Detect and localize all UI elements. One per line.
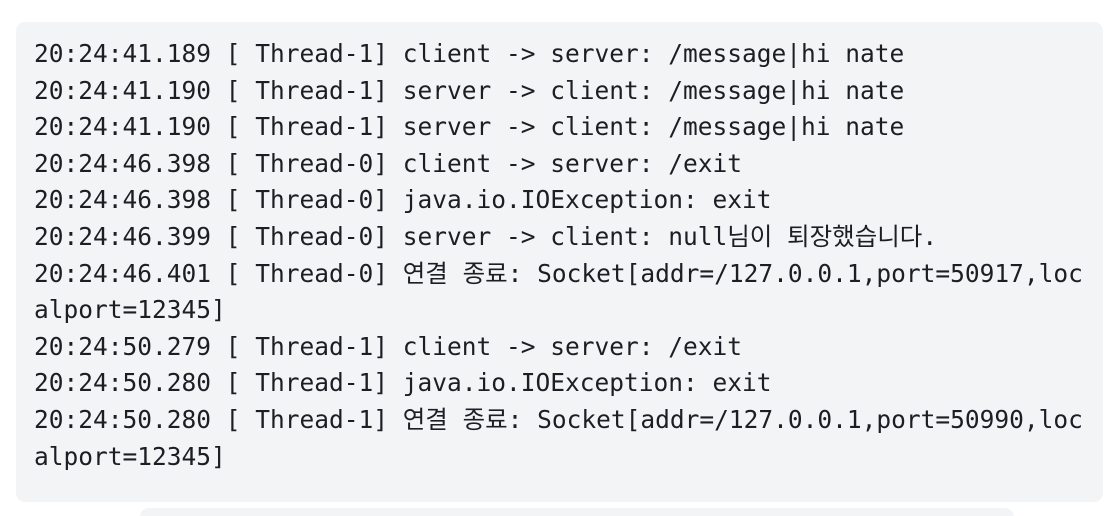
log-line: 20:24:41.190 [ Thread-1] server -> clien… [34, 75, 905, 105]
log-line: 20:24:46.398 [ Thread-0] client -> serve… [34, 148, 743, 178]
next-code-block-partial[interactable] [140, 508, 1014, 516]
log-line: 20:24:46.398 [ Thread-0] java.io.IOExcep… [34, 185, 772, 215]
log-line: 20:24:46.399 [ Thread-0] server -> clien… [34, 221, 938, 251]
log-line: 20:24:41.189 [ Thread-1] client -> serve… [34, 39, 905, 68]
log-line: 20:24:46.401 [ Thread-0] 연결 종료: Socket[a… [34, 258, 1083, 325]
bottom-partial-text-left: · · [34, 506, 78, 516]
log-line-list: 20:24:41.189 [ Thread-1] client -> serve… [34, 36, 1085, 475]
log-line: 20:24:50.280 [ Thread-1] 연결 종료: Socket[a… [34, 404, 1083, 471]
log-line: 20:24:41.190 [ Thread-1] server -> clien… [34, 112, 905, 142]
bottom-partial-text-right: · = = · [1022, 506, 1118, 516]
server-log-code-block[interactable]: 20:24:41.189 [ Thread-1] client -> serve… [16, 22, 1103, 502]
log-line: 20:24:50.279 [ Thread-1] client -> serve… [34, 331, 743, 361]
log-line: 20:24:50.280 [ Thread-1] java.io.IOExcep… [34, 368, 772, 398]
